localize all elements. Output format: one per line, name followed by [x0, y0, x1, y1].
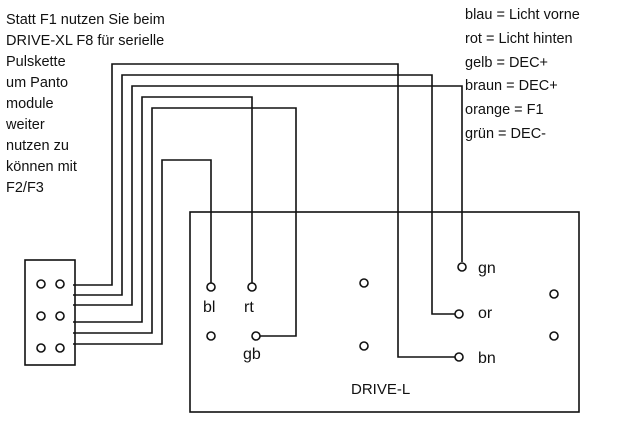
legend-item-yellow: gelb = DEC+	[465, 54, 549, 71]
connector-block	[24, 259, 76, 366]
note-line: um Panto	[6, 75, 69, 91]
board-label: DRIVE-L	[351, 381, 410, 398]
note-line: F2/F3	[6, 180, 44, 196]
pad-unlabeled	[549, 331, 559, 341]
pad-gb	[251, 331, 261, 341]
wire-or	[73, 74, 455, 315]
pad-label-or: or	[478, 305, 493, 322]
connector-pin	[55, 279, 65, 289]
note-text: Statt F1 nutzen Sie beim DRIVE-XL F8 für…	[6, 10, 221, 199]
note-line: können mit	[6, 159, 77, 175]
legend-item-blue: blau = Licht vorne	[465, 7, 580, 23]
connector-pin	[36, 279, 46, 289]
wire-gn	[73, 85, 463, 306]
pad-label-bn: bn	[478, 350, 496, 367]
legend-item-brown: braun = DEC+	[465, 78, 558, 95]
pad-unlabeled	[359, 278, 369, 288]
note-line: weiter	[6, 117, 45, 133]
note-line: module	[6, 96, 54, 112]
drive-l-board	[189, 211, 580, 413]
connector-pins	[36, 279, 65, 353]
pad-unlabeled	[206, 331, 216, 341]
pad-bn	[454, 352, 464, 362]
note-line: Statt F1 nutzen Sie beim	[6, 12, 165, 28]
pad-label-gn: gn	[478, 260, 496, 277]
pad-rt	[247, 282, 257, 292]
wire-bl	[73, 159, 212, 345]
note-line: DRIVE-XL F8 für serielle	[6, 33, 165, 49]
pad-label-rt: rt	[244, 299, 254, 316]
pad-unlabeled	[549, 289, 559, 299]
color-legend: blau = Licht vorne rot = Licht hinten ge…	[465, 4, 580, 147]
wire-bn	[73, 63, 455, 358]
connector-pin	[36, 343, 46, 353]
note-line: Pulskette	[6, 54, 66, 70]
legend-item-orange: orange = F1	[465, 102, 544, 119]
pad-bl	[206, 282, 216, 292]
pad-label-bl: bl	[203, 299, 215, 316]
pad-gn	[457, 262, 467, 272]
connector-pin	[55, 343, 65, 353]
note-line: nutzen zu	[6, 138, 69, 154]
connector-pin	[36, 311, 46, 321]
wire-gb	[73, 107, 297, 337]
wires	[73, 63, 463, 358]
wire-rt	[73, 96, 253, 323]
legend-item-red: rot = Licht hinten	[465, 30, 573, 47]
connector-pin	[55, 311, 65, 321]
pad-label-gb: gb	[243, 346, 261, 363]
board-pads	[206, 262, 559, 362]
pad-or	[454, 309, 464, 319]
legend-item-green: grün = DEC-	[465, 125, 546, 142]
pad-unlabeled	[359, 341, 369, 351]
